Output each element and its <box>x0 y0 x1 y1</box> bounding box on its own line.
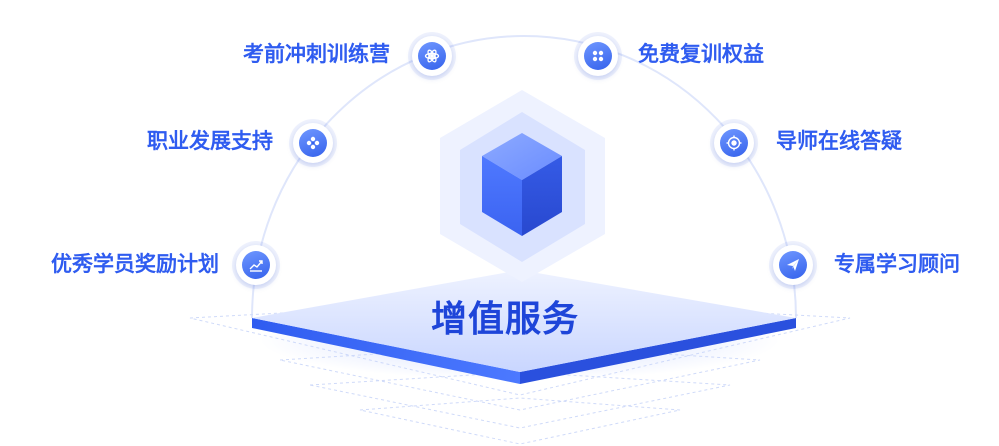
service-label: 导师在线答疑 <box>776 129 902 153</box>
service-label: 考前冲刺训练营 <box>243 42 390 66</box>
center-title: 增值服务 <box>430 299 579 340</box>
service-label: 优秀学员奖励计划 <box>51 252 219 276</box>
service-label: 免费复训权益 <box>638 42 764 66</box>
paper-plane-icon <box>787 259 799 271</box>
chart-icon <box>249 260 263 272</box>
service-node[interactable] <box>578 36 618 76</box>
service-node[interactable] <box>236 245 276 285</box>
flower-icon <box>306 136 320 150</box>
target-icon <box>726 135 742 151</box>
atom-icon <box>424 49 440 63</box>
service-label: 职业发展支持 <box>147 129 273 153</box>
service-label: 专属学习顾问 <box>834 252 960 276</box>
arc-path <box>251 35 797 319</box>
service-node[interactable] <box>714 123 754 163</box>
service-node[interactable] <box>293 123 333 163</box>
service-node[interactable] <box>773 245 813 285</box>
service-node[interactable] <box>412 36 452 76</box>
four-dots-icon <box>592 50 604 62</box>
